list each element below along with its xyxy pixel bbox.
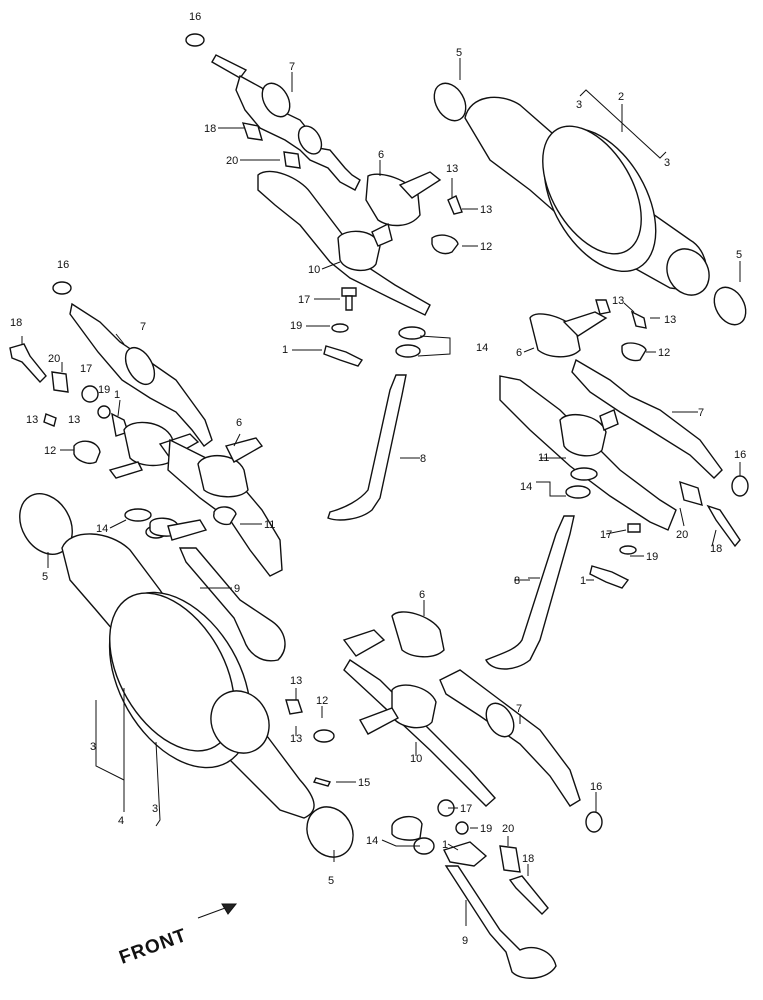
callout-label: 13 [290,675,302,687]
callout-labels: 16 7 18 20 6 5 2 3 3 13 13 12 5 10 17 13… [10,11,746,947]
callout-label: 3 [664,157,670,169]
callout-label: 14 [476,342,488,354]
callout-label: 6 [516,347,522,359]
callout-label: 16 [590,781,602,793]
callout-label: 12 [316,695,328,707]
callout-label: 14 [96,523,108,535]
callout-label: 19 [98,384,110,396]
upper-rocker-shaft-assembly [211,54,463,521]
callout-label: 3 [576,99,582,111]
small-rings [52,33,205,295]
callout-label: 1 [114,389,120,401]
callout-label: 11 [538,452,549,464]
callout-label: 16 [189,11,201,23]
callout-label: 8 [514,575,520,587]
callout-label: 19 [290,320,302,332]
callout-label: 18 [10,317,22,329]
callout-label: 12 [658,347,670,359]
callout-label: 17 [80,363,92,375]
callout-label: 3 [90,741,96,753]
callout-label: 18 [204,123,216,135]
front-direction-indicator: FRONT [117,903,238,969]
callout-label: 16 [57,259,69,271]
callout-label: 20 [48,353,60,365]
left-camshaft-assembly [19,493,354,858]
callout-label: 13 [612,295,624,307]
callout-label: 4 [118,815,124,827]
callout-label: 13 [26,414,38,426]
callout-label: 7 [698,407,704,419]
callout-label: 20 [502,823,514,835]
callout-label: 19 [480,823,492,835]
callout-label: 13 [68,414,80,426]
callout-label: 3 [152,803,158,815]
callout-label: 10 [308,264,320,276]
callout-label: 7 [516,703,522,715]
callout-label: 6 [419,589,425,601]
front-label: FRONT [117,925,190,969]
front-arrow-head-icon [221,903,238,915]
callout-label: 13 [446,163,458,175]
callout-label: 11 [264,519,275,531]
callout-label: 2 [618,91,624,103]
callout-label: 7 [140,321,146,333]
callout-label: 6 [236,417,242,429]
callout-label: 12 [44,445,56,457]
callout-label: 13 [290,733,302,745]
callout-label: 5 [736,249,742,261]
lower-rocker-shaft-assembly [342,611,603,979]
callout-label: 7 [289,61,295,73]
callout-label: 1 [282,344,288,356]
callout-label: 1 [580,575,586,587]
callout-label: 5 [456,47,462,59]
callout-label: 6 [378,149,384,161]
callout-label: 14 [366,835,378,847]
callout-label: 9 [462,935,468,947]
callout-label: 13 [480,204,492,216]
callout-label: 17 [298,294,310,306]
callout-label: 16 [734,449,746,461]
callout-label: 5 [42,571,48,583]
upper-camshaft-assembly [433,82,747,329]
callout-label: 20 [676,529,688,541]
callout-label: 8 [420,453,426,465]
callout-label: 9 [234,583,240,595]
callout-label: 18 [522,853,534,865]
right-rocker-shaft-assembly [485,311,749,670]
callout-label: 12 [480,241,492,253]
callout-label: 1 [442,839,448,851]
callout-label: 17 [460,803,472,815]
callout-label: 5 [328,875,334,887]
left-rocker-shaft-assembly [9,302,286,662]
callout-label: 14 [520,481,532,493]
callout-label: 19 [646,551,658,563]
callout-label: 13 [664,314,676,326]
callout-label: 18 [710,543,722,555]
leader-lines [21,58,741,926]
callout-label: 20 [226,155,238,167]
callout-label: 17 [600,529,612,541]
callout-label: 10 [410,753,422,765]
callout-label: 15 [358,777,370,789]
